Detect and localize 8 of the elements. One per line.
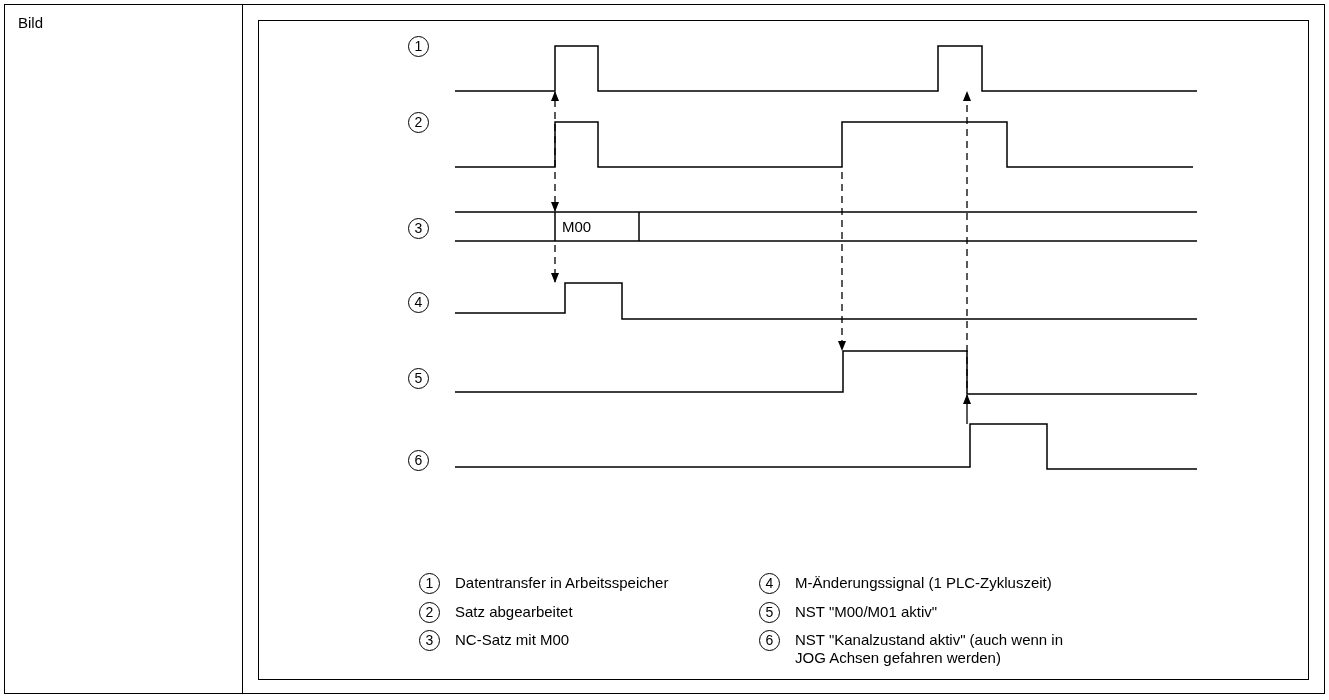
legend-text: NC-Satz mit M00 bbox=[455, 631, 571, 649]
legend-text: Satz abgearbeitet bbox=[455, 603, 574, 621]
signal-value: M00 bbox=[562, 218, 592, 236]
legend-text: M-Änderungssignal (1 PLC-Zykluszeit) bbox=[795, 574, 1053, 592]
legend-text: NST "M00/M01 aktiv" bbox=[795, 603, 939, 621]
row-header: Bild bbox=[18, 14, 43, 32]
legend-text: NST "Kanalzustand aktiv" (auch wenn in JOG Achsen gefahren werden) bbox=[795, 631, 1064, 667]
legend-text: Datentransfer in Arbeitsspeicher bbox=[455, 574, 670, 592]
